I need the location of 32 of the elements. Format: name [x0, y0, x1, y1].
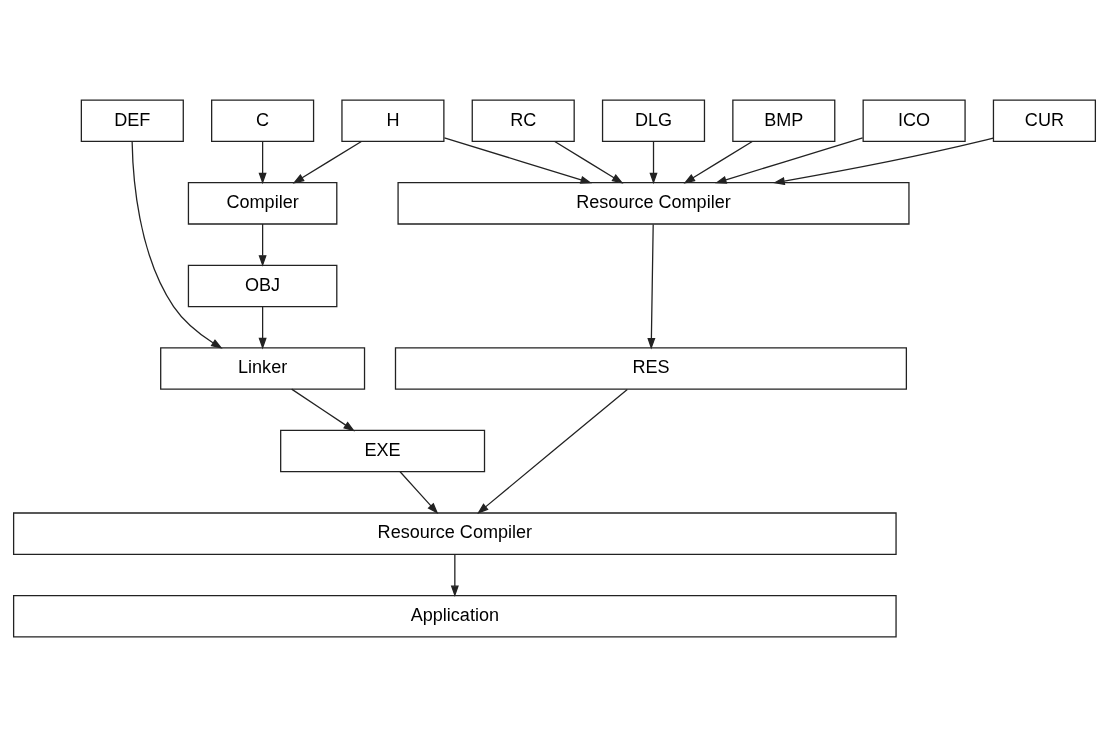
node-box: H [341, 99, 445, 143]
node-box: OBJ [187, 264, 338, 308]
arrow [399, 471, 439, 515]
arrow [291, 388, 356, 432]
arrow [683, 140, 753, 184]
node-box: C [211, 99, 315, 143]
node-box: DEF [80, 99, 184, 143]
node-box: Linker [160, 347, 366, 390]
node-box: CUR [992, 99, 1096, 143]
arrow [258, 140, 267, 185]
arrow [649, 140, 658, 185]
arrow [554, 140, 624, 184]
node-box: EXE [280, 429, 486, 473]
arrow [258, 305, 267, 350]
node-box: Application [13, 594, 897, 638]
arrow [647, 223, 656, 350]
node-box: Resource Compiler [397, 182, 910, 225]
node-box: BMP [732, 99, 836, 143]
node-box: Compiler [187, 182, 338, 225]
arrow [773, 137, 994, 186]
arrow [477, 388, 628, 514]
node-box: RC [471, 99, 575, 143]
arrow [450, 553, 459, 598]
node-box: Resource Compiler [13, 512, 897, 555]
node-box: ICO [862, 99, 966, 143]
arrow [715, 137, 864, 184]
arrow [258, 223, 267, 267]
arrow [131, 141, 223, 349]
arrow [292, 140, 362, 184]
node-box: RES [394, 347, 907, 390]
node-box: DLG [601, 99, 706, 143]
arrow [443, 137, 593, 184]
